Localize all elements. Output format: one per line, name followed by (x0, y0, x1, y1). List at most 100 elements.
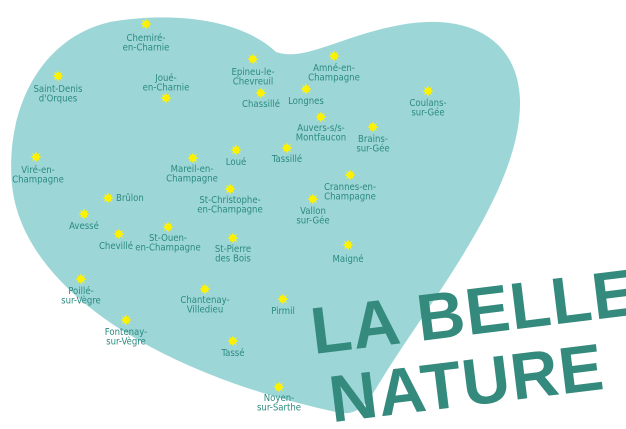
star-icon (140, 18, 152, 30)
town-label: en-Charnie (123, 43, 170, 54)
town-label: Montfaucon (296, 133, 346, 144)
star-icon (30, 151, 42, 163)
town-label: Brûlon (116, 193, 144, 204)
star-icon (199, 283, 211, 295)
town-label: Crannes-en- (324, 182, 376, 193)
town-label: en-Champagne (197, 205, 262, 216)
town-label: Champagne (12, 175, 64, 186)
town-label: Poillé- (68, 286, 94, 297)
town-noyen-sur-sarthe: Noyen-sur-Sarthe (257, 381, 301, 414)
town-pirmil: Pirmil (271, 293, 295, 317)
star-icon (281, 142, 293, 154)
star-icon (307, 193, 319, 205)
town-label: Fontenay- (105, 327, 147, 338)
town-auvers-s-s-montfaucon: Auvers-s/s-Montfaucon (296, 111, 346, 144)
town-chevill-: Chevillé (99, 228, 133, 252)
town-label: Champagne (166, 174, 218, 185)
town-label: en-Charnie (143, 83, 190, 94)
town-label: sur-Vègre (106, 337, 146, 348)
town-chemir-en-charnie: Chemiré-en-Charnie (123, 18, 170, 54)
star-icon (422, 85, 434, 97)
town-label: Chevillé (99, 241, 133, 252)
town-label: Tassé (220, 348, 244, 359)
star-icon (300, 83, 312, 95)
town-label: Mareil-en- (171, 164, 214, 175)
star-icon (227, 232, 239, 244)
star-icon (277, 293, 289, 305)
star-icon (78, 208, 90, 220)
town-label: sur-Gée (356, 144, 389, 155)
town-label: sur-Gée (296, 216, 329, 227)
town-maign-: Maigné (332, 239, 364, 265)
town-br-lon: Brûlon (102, 192, 144, 204)
star-icon (247, 53, 259, 65)
town-label: Epineu-le- (231, 67, 274, 78)
star-icon (273, 381, 285, 393)
town-label: Brains- (358, 134, 388, 145)
town-label: Saint-Denis (34, 84, 84, 95)
town-label: Loué (226, 157, 247, 168)
town-brains-sur-g-e: Brains-sur-Gée (356, 121, 390, 155)
star-icon (187, 152, 199, 164)
town-label: Avessé (69, 221, 99, 232)
star-icon (344, 169, 356, 181)
star-icon (113, 228, 125, 240)
town-label: Chemiré- (127, 33, 166, 44)
town-amn-en-champagne: Amné-en-Champagne (308, 50, 360, 84)
town-chassill-: Chassillé (242, 87, 280, 110)
star-icon (52, 70, 64, 82)
town-label: St-Christophe- (199, 195, 260, 206)
star-icon (224, 183, 236, 195)
town-chantenay-villedieu: Chantenay-Villedieu (180, 283, 230, 316)
town-mareil-en-champagne: Mareil-en-Champagne (166, 152, 218, 185)
town-label: Pirmil (271, 306, 295, 317)
town-label: Champagne (324, 192, 376, 203)
town-label: Joué- (154, 73, 177, 84)
town-avess-: Avessé (69, 208, 99, 232)
town-epineu-le-chevreuil: Epineu-le-Chevreuil (231, 53, 275, 88)
town-label: Viré-en- (21, 165, 54, 176)
town-tass-: Tassé (220, 335, 245, 359)
star-icon (227, 335, 239, 347)
star-icon (367, 121, 379, 133)
town-label: Vallon (300, 206, 326, 217)
town-label: Amné-en- (313, 63, 355, 74)
town-vir-en-champagne: Viré-en-Champagne (12, 151, 64, 186)
town-coulans-sur-g-e: Coulans-sur-Gée (409, 85, 447, 119)
town-poill-sur-v-gre: Poillé-sur-Vègre (61, 273, 101, 307)
town-markers: Chemiré-en-CharnieSaint-Denisd'OrquesJou… (12, 18, 447, 414)
town-label: St-Ouen- (149, 233, 187, 244)
town-label: sur-Vègre (61, 296, 101, 307)
town-label: Chassillé (242, 99, 280, 110)
star-icon (162, 221, 174, 233)
town-label: Longnes (288, 96, 324, 107)
town-label: en-Champagne (135, 243, 200, 254)
town-label: Chevreuil (233, 77, 273, 88)
star-icon (315, 111, 327, 123)
town-label: Chantenay- (180, 295, 229, 306)
star-icon (75, 273, 87, 285)
star-icon (120, 314, 132, 326)
town-label: Auvers-s/s- (297, 123, 345, 134)
town-label: sur-Sarthe (257, 403, 301, 414)
town-fontenay-sur-v-gre: Fontenay-sur-Vègre (105, 314, 147, 348)
town-label: Coulans- (409, 98, 446, 109)
town-label: d'Orques (39, 94, 78, 105)
town-st-christophe-en-champagne: St-Christophe-en-Champagne (197, 183, 263, 216)
town-label: St-Pierre (215, 244, 251, 255)
heart-shape (11, 17, 521, 414)
town-tassill-: Tassillé (271, 142, 302, 165)
town-label: Noyen- (264, 393, 294, 404)
town-jou-en-charnie: Joué-en-Charnie (143, 73, 190, 104)
star-icon (102, 192, 114, 204)
star-icon (342, 239, 354, 251)
town-label: Maigné (332, 254, 363, 265)
town-label: des Bois (215, 254, 251, 265)
star-icon (230, 144, 242, 156)
town-st-ouen-en-champagne: St-Ouen-en-Champagne (135, 221, 201, 254)
star-icon (328, 50, 340, 62)
